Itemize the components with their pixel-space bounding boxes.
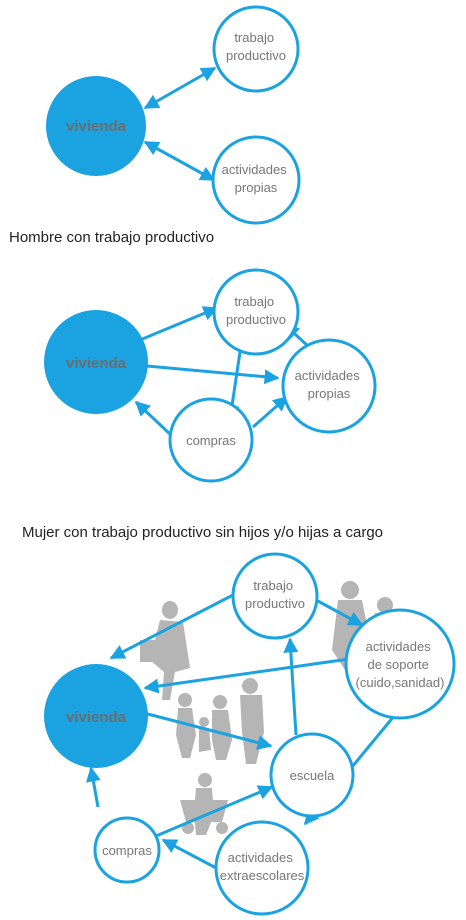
- arrow-vivienda-trabajo: [139, 306, 219, 342]
- node-trabajo-productivo: [212, 5, 300, 93]
- shopping-silhouette: [180, 773, 228, 835]
- arrow-escuela-trabajo: [283, 637, 299, 736]
- node-trabajo-productivo: [231, 552, 319, 640]
- node-trabajo-label: trabajo productivo: [226, 30, 286, 63]
- node-vivienda-label: vivienda: [66, 355, 127, 372]
- node-trabajo-label: trabajo productivo: [245, 578, 305, 611]
- arrow-trabajo-soporte: [315, 598, 364, 627]
- arrow-extraescolares-compras: [161, 838, 221, 872]
- caption-diagram-1: Hombre con trabajo productivo: [9, 229, 215, 246]
- node-compras-label: compras: [102, 843, 152, 858]
- node-escuela-label: escuela: [290, 768, 336, 783]
- arrow-compras-vivienda: [134, 400, 173, 437]
- family-silhouette: [176, 678, 264, 764]
- arrow-vivienda-trabajo: [143, 66, 217, 110]
- diagram-2: vivienda trabajo productivo actividades …: [44, 268, 377, 483]
- node-vivienda-label: vivienda: [66, 709, 127, 726]
- arrow-compras-escuela: [155, 785, 274, 838]
- diagram-1: vivienda trabajo productivo actividades …: [46, 5, 301, 225]
- arrow-soporte-vivienda: [143, 656, 357, 694]
- node-actividades-label: actividades propias: [295, 368, 364, 401]
- arrow-vivienda-actividades: [143, 140, 216, 182]
- node-trabajo-productivo: [212, 268, 300, 356]
- arrow-vivienda-escuela: [139, 710, 273, 750]
- node-soporte-label: actividades de soporte (cuido,sanidad): [356, 639, 445, 690]
- node-vivienda: [44, 310, 148, 414]
- caption-diagram-2: Mujer con trabajo productivo sin hijos y…: [22, 524, 384, 541]
- arrow-compras-vivienda: [86, 766, 101, 808]
- arrow-compras-actividades: [252, 395, 289, 429]
- diagram-3: vivienda trabajo productivo actividades …: [44, 552, 456, 916]
- node-vivienda: [44, 664, 148, 768]
- node-actividades-label: actividades propias: [222, 162, 291, 195]
- woman-walking-silhouette: [140, 601, 190, 700]
- node-escuela: [269, 732, 355, 818]
- arrow-vivienda-actividades: [146, 364, 280, 385]
- node-actividades-soporte: [344, 608, 456, 720]
- node-vivienda: [46, 76, 146, 176]
- node-trabajo-label: trabajo productivo: [226, 294, 286, 327]
- arrow-trabajo-vivienda: [109, 593, 234, 660]
- node-extraescolares-label: actividades extraescolares: [220, 850, 305, 883]
- node-compras-label: compras: [186, 433, 236, 448]
- node-compras: [168, 397, 254, 483]
- node-actividades-extraescolares: [214, 820, 310, 916]
- node-actividades-propias: [211, 135, 301, 225]
- node-compras: [93, 816, 161, 884]
- node-actividades-propias: [281, 338, 377, 434]
- node-vivienda-label: vivienda: [66, 118, 127, 135]
